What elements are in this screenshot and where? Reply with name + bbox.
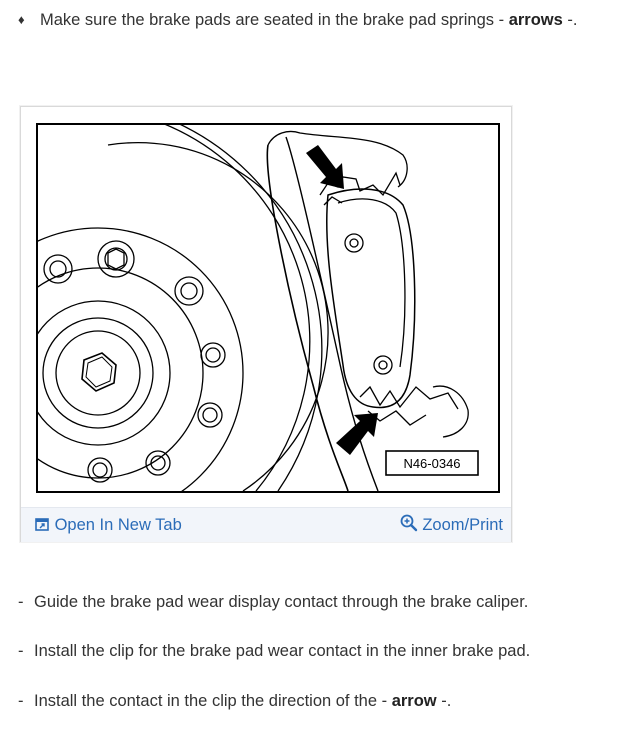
intro-bold: arrows bbox=[508, 11, 563, 29]
step-3: -Install the contact in the clip the dir… bbox=[18, 690, 451, 712]
intro-suffix: -. bbox=[562, 11, 578, 29]
zoom-icon bbox=[400, 514, 417, 532]
zoom-print-label: Zoom/Print bbox=[422, 516, 503, 534]
step-text: Install the contact in the clip the dire… bbox=[34, 692, 392, 710]
intro-instruction: ♦ Make sure the brake pads are seated in … bbox=[18, 9, 577, 31]
figure-label: N46-0346 bbox=[403, 456, 460, 471]
step-1: -Guide the brake pad wear display contac… bbox=[18, 591, 528, 613]
open-in-new-tab-link[interactable]: Open In New Tab bbox=[35, 514, 182, 536]
intro-text: Make sure the brake pads are seated in t… bbox=[40, 11, 509, 29]
figure-footer: Open In New Tab Zoom/Print bbox=[21, 507, 511, 542]
figure-card: N46-0346 Open In New Tab Zoom/Print bbox=[20, 106, 512, 542]
step-text: Install the clip for the brake pad wear … bbox=[34, 642, 531, 660]
step-suffix: -. bbox=[436, 692, 452, 710]
step-bold: arrow bbox=[391, 692, 437, 710]
open-in-new-tab-label: Open In New Tab bbox=[54, 516, 182, 534]
brake-pad-illustration[interactable]: N46-0346 bbox=[36, 123, 500, 493]
step-text: Guide the brake pad wear display contact… bbox=[34, 593, 529, 611]
step-2: -Install the clip for the brake pad wear… bbox=[18, 640, 530, 662]
step-dash: - bbox=[18, 642, 24, 660]
zoom-print-link[interactable]: Zoom/Print bbox=[400, 514, 503, 536]
diamond-bullet-icon: ♦ bbox=[18, 12, 25, 27]
step-dash: - bbox=[18, 593, 24, 611]
step-dash: - bbox=[18, 692, 24, 710]
brake-caliper-drawing: N46-0346 bbox=[38, 125, 479, 491]
open-in-new-tab-icon bbox=[35, 518, 49, 531]
